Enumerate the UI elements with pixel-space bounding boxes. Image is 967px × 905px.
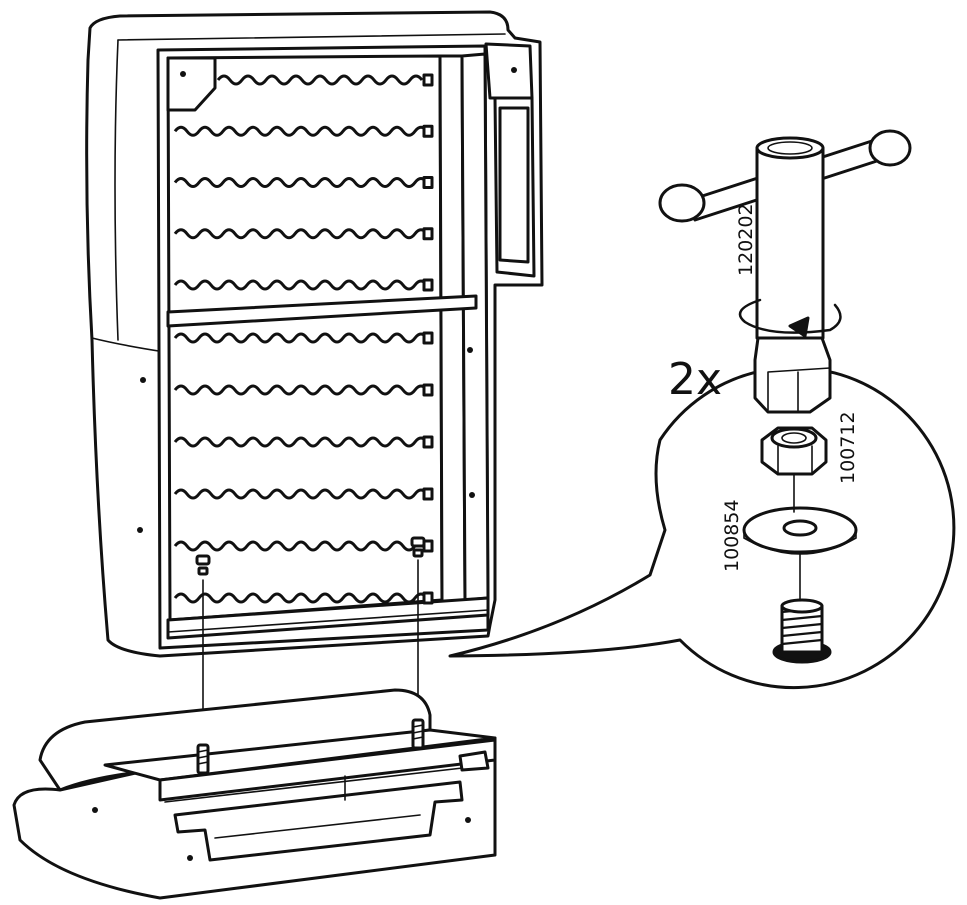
spring-row [216,74,424,86]
spring-row [173,125,429,137]
spring-clip [422,435,434,449]
washer [742,506,858,555]
spring-clip [422,331,434,345]
spring-row [173,228,429,240]
t-handle-key [658,129,912,414]
spring-clip [422,591,434,605]
spring-clip [422,124,434,138]
backrest-frame [85,10,544,658]
spring-clip [422,383,434,397]
spring-clip [422,278,434,292]
base-frame [12,688,497,900]
part-number-key: 120202 [735,203,757,276]
spring-clip [422,487,434,501]
spring-row [173,177,429,188]
detail-callout [448,366,956,690]
nut [760,426,828,476]
frame-bolts [195,536,426,576]
spring-row [173,488,429,500]
spring-row [173,332,429,344]
part-number-nut: 100712 [837,411,859,484]
spring-clip [422,227,434,241]
spring-row [173,592,429,604]
spring-row [173,540,429,552]
sinuous-springs [173,73,434,605]
spring-row [173,279,429,291]
spring-row [173,384,429,396]
threaded-insert [772,598,832,664]
spring-clip [422,73,434,87]
quantity-label: 2x [668,354,722,405]
part-number-washer: 100854 [721,499,743,572]
spring-row [173,436,429,448]
spring-clip [422,176,434,189]
